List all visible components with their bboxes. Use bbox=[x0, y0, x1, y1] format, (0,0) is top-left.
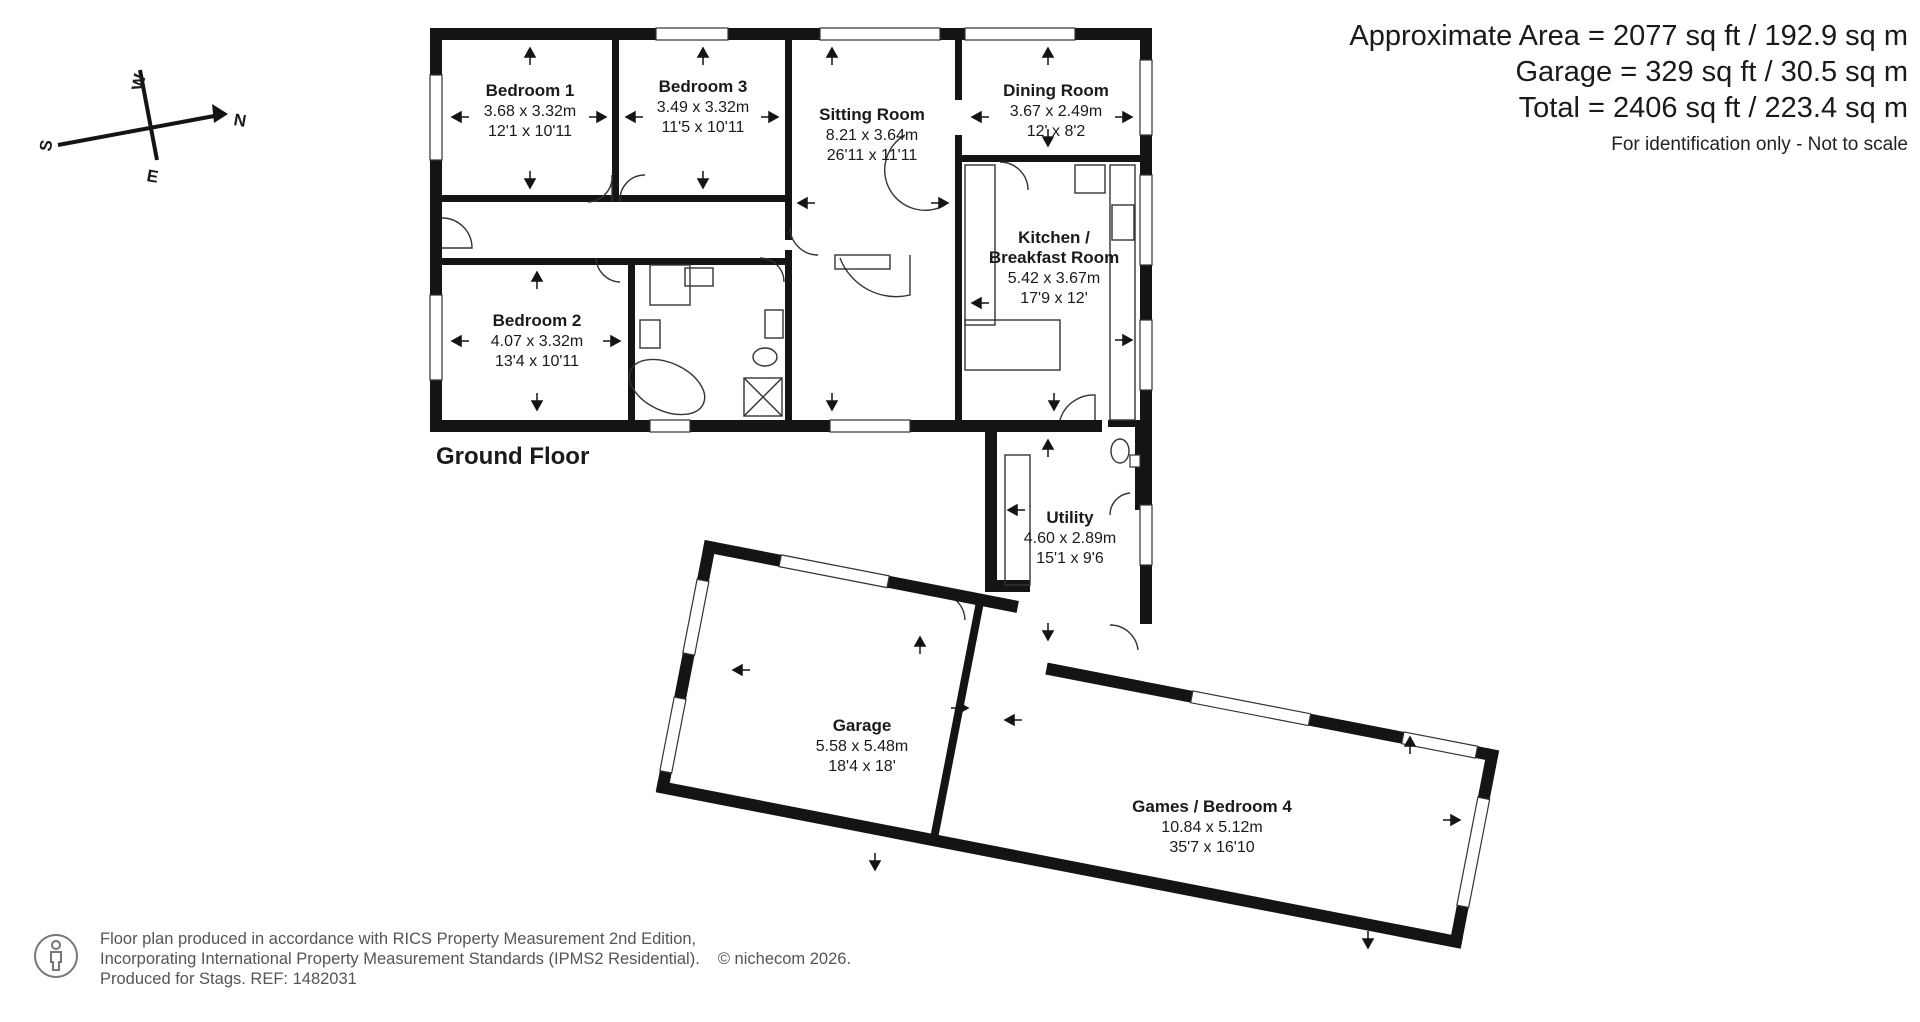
person-icon bbox=[34, 934, 78, 978]
bedroom3-imperial: 11'5 x 10'11 bbox=[662, 119, 745, 136]
sitting-room-imperial: 26'11 x 11'11 bbox=[827, 147, 918, 164]
footer-copyright: © nichecom 2026. bbox=[717, 950, 852, 968]
bedroom2-metric: 4.07 x 3.32m bbox=[491, 333, 584, 350]
dimension-arrow-icon bbox=[1115, 110, 1134, 124]
dimension-arrow-icon bbox=[970, 296, 989, 310]
compass-e-label: E bbox=[145, 166, 159, 187]
sitting-room-metric: 8.21 x 3.64m bbox=[826, 127, 919, 144]
dimension-arrow-icon bbox=[913, 635, 927, 654]
dimension-arrow-icon bbox=[761, 110, 780, 124]
kitchen-imperial: 17'9 x 12' bbox=[1020, 290, 1088, 307]
dimension-arrow-icon bbox=[1006, 503, 1025, 517]
dimension-arrow-icon bbox=[1361, 931, 1375, 950]
garage-area-text: Garage = 329 sq ft / 30.5 sq m bbox=[1515, 56, 1908, 88]
approximate-area-text: Approximate Area = 2077 sq ft / 192.9 sq… bbox=[1349, 20, 1908, 52]
dimension-arrow-icon bbox=[825, 393, 839, 412]
bedroom3-name: Bedroom 3 bbox=[659, 77, 748, 96]
compass-n-label: N bbox=[232, 110, 247, 131]
dimension-arrow-icon bbox=[1115, 333, 1134, 347]
measurement-arrows bbox=[450, 46, 1462, 950]
games-bedroom4-name: Games / Bedroom 4 bbox=[1132, 797, 1292, 816]
footer-line2: Incorporating International Property Mea… bbox=[100, 950, 700, 968]
dimension-arrow-icon bbox=[1443, 813, 1462, 827]
garage-imperial: 18'4 x 18' bbox=[828, 758, 896, 775]
footer-line1: Floor plan produced in accordance with R… bbox=[100, 930, 697, 948]
dimension-arrow-icon bbox=[931, 196, 950, 210]
dimension-arrow-icon bbox=[696, 46, 710, 65]
dimension-arrow-icon bbox=[1047, 393, 1061, 412]
kitchen-fixtures bbox=[834, 164, 1136, 586]
games-bedroom4-imperial: 35'7 x 16'10 bbox=[1169, 839, 1254, 856]
dining-room-imperial: 12' x 8'2 bbox=[1027, 123, 1086, 140]
dining-room-metric: 3.67 x 2.49m bbox=[1010, 103, 1103, 120]
footer-line3: Produced for Stags. REF: 1482031 bbox=[100, 970, 357, 988]
room-labels: Bedroom 1 3.68 x 3.32m 12'1 x 10'11 Bedr… bbox=[484, 77, 1293, 856]
sitting-room-name: Sitting Room bbox=[819, 105, 925, 124]
dimension-arrow-icon bbox=[970, 110, 989, 124]
dimension-arrow-icon bbox=[450, 334, 469, 348]
utility-name: Utility bbox=[1046, 508, 1094, 527]
windows bbox=[429, 27, 1153, 566]
annex-walls bbox=[655, 539, 1500, 949]
dimension-arrow-icon bbox=[1403, 735, 1417, 754]
dimension-arrow-icon bbox=[1041, 129, 1055, 148]
dimension-arrow-icon bbox=[1041, 438, 1055, 457]
dimension-arrow-icon bbox=[624, 110, 643, 124]
compass-w-label: W bbox=[128, 72, 150, 92]
dimension-arrow-icon bbox=[696, 171, 710, 190]
dimension-arrow-icon bbox=[951, 701, 970, 715]
dimension-arrow-icon bbox=[450, 110, 469, 124]
garage-metric: 5.58 x 5.48m bbox=[816, 738, 909, 755]
kitchen-name-line2: Breakfast Room bbox=[989, 248, 1119, 267]
dimension-arrow-icon bbox=[530, 393, 544, 412]
dining-room-name: Dining Room bbox=[1003, 81, 1109, 100]
compass: W N S E bbox=[36, 69, 248, 187]
dimension-arrow-icon bbox=[589, 110, 608, 124]
dimension-arrow-icon bbox=[825, 46, 839, 65]
bedroom2-name: Bedroom 2 bbox=[493, 311, 582, 330]
kitchen-name-line1: Kitchen / bbox=[1018, 228, 1090, 247]
dimension-arrow-icon bbox=[530, 270, 544, 289]
dimension-arrow-icon bbox=[523, 171, 537, 190]
total-area-text: Total = 2406 sq ft / 223.4 sq m bbox=[1518, 92, 1908, 124]
bedroom2-imperial: 13'4 x 10'11 bbox=[495, 353, 579, 370]
dimension-arrow-icon bbox=[796, 196, 815, 210]
dimension-arrow-icon bbox=[523, 46, 537, 65]
dimension-arrow-icon bbox=[868, 853, 882, 872]
dimension-arrow-icon bbox=[1041, 46, 1055, 65]
bedroom1-name: Bedroom 1 bbox=[486, 81, 575, 100]
compass-s-label: S bbox=[36, 138, 57, 152]
bathroom-fixtures bbox=[628, 264, 784, 417]
disclaimer-note: For identification only - Not to scale bbox=[1611, 134, 1908, 155]
garage-name: Garage bbox=[833, 716, 892, 735]
area-summary: Approximate Area = 2077 sq ft / 192.9 sq… bbox=[1349, 18, 1908, 156]
kitchen-metric: 5.42 x 3.67m bbox=[1008, 270, 1101, 287]
bedroom3-metric: 3.49 x 3.32m bbox=[657, 99, 750, 116]
dimension-arrow-icon bbox=[1041, 623, 1055, 642]
dimension-arrow-icon bbox=[603, 334, 622, 348]
dimension-arrow-icon bbox=[1003, 713, 1022, 727]
utility-imperial: 15'1 x 9'6 bbox=[1036, 550, 1104, 567]
utility-metric: 4.60 x 2.89m bbox=[1024, 530, 1117, 547]
dimension-arrow-icon bbox=[731, 663, 750, 677]
bedroom1-imperial: 12'1 x 10'11 bbox=[488, 123, 572, 140]
doors bbox=[441, 134, 1139, 651]
games-bedroom4-metric: 10.84 x 5.12m bbox=[1161, 819, 1262, 836]
footer-text: Floor plan produced in accordance with R… bbox=[100, 929, 851, 989]
floor-label: Ground Floor bbox=[436, 443, 590, 470]
bedroom1-metric: 3.68 x 3.32m bbox=[484, 103, 577, 120]
